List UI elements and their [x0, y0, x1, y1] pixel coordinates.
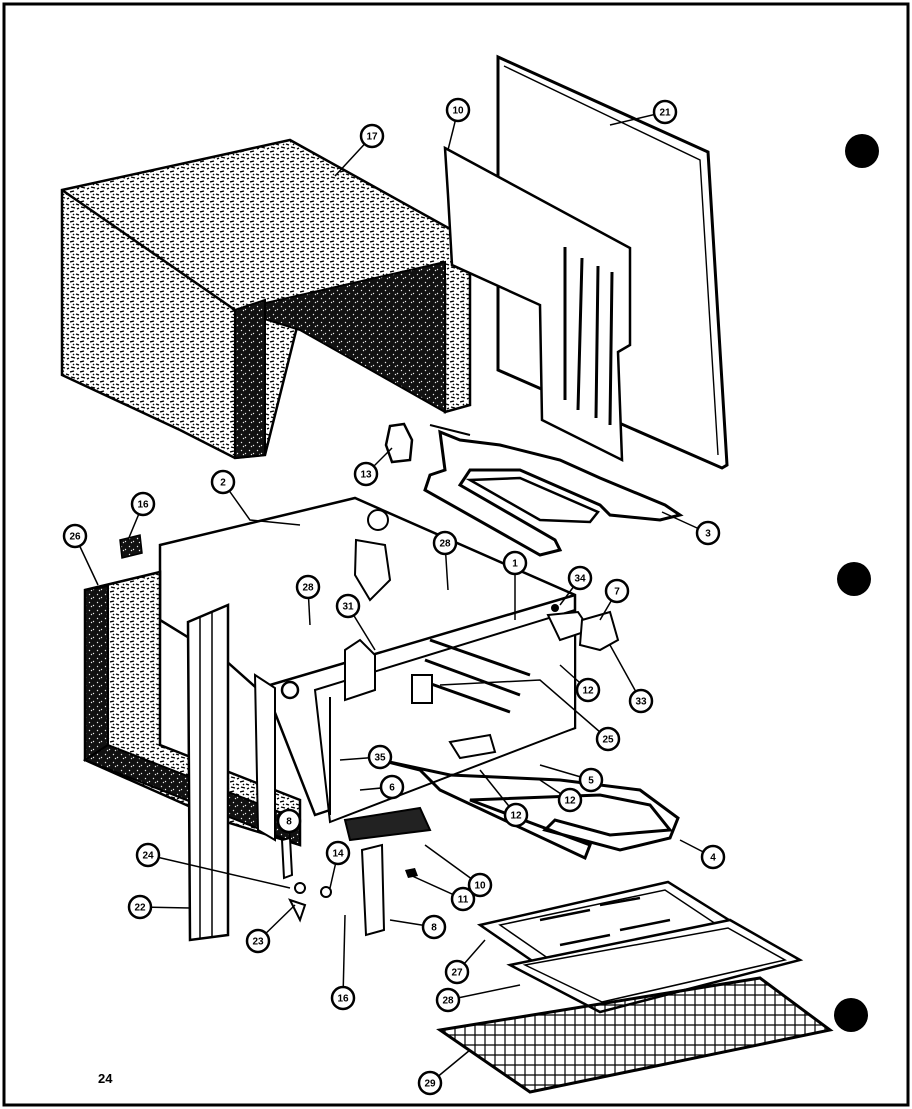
- bake-element-part: [379, 758, 680, 861]
- callout-31: 31: [335, 593, 361, 619]
- broil-element-part: [423, 424, 684, 557]
- callout-17: 17: [359, 123, 385, 149]
- callout-13: 13: [353, 461, 379, 487]
- callout-number: 29: [424, 1079, 436, 1090]
- callout-number: 16: [137, 500, 149, 511]
- binder-hole-bottom: [834, 998, 868, 1032]
- callout-8: 8: [421, 914, 447, 940]
- callout-number: 22: [134, 903, 146, 914]
- callout-number: 12: [564, 796, 576, 807]
- callout-number: 7: [614, 587, 620, 598]
- callout-number: 8: [286, 817, 292, 828]
- callout-10: 10: [445, 97, 471, 123]
- callout-4: 4: [700, 844, 726, 870]
- callout-number: 35: [374, 753, 386, 764]
- callout-28: 28: [432, 530, 458, 556]
- callout-number: 8: [431, 923, 437, 934]
- callout-number: 5: [588, 776, 594, 787]
- callout-11: 11: [450, 886, 476, 912]
- callout-number: 3: [705, 529, 711, 540]
- callout-1: 1: [502, 550, 528, 576]
- oven-rack-part: [436, 976, 834, 1094]
- callout-number: 16: [337, 994, 349, 1005]
- callout-35: 35: [367, 744, 393, 770]
- callout-number: 12: [510, 811, 522, 822]
- callout-21: 21: [652, 99, 678, 125]
- hinge-and-hardware-parts: [119, 534, 620, 937]
- callout-number: 2: [220, 478, 226, 489]
- callout-10: 10: [467, 872, 493, 898]
- callout-16: 16: [130, 491, 156, 517]
- binder-hole-top: [845, 134, 879, 168]
- callout-26: 26: [62, 523, 88, 549]
- callout-12: 12: [575, 677, 601, 703]
- callout-8: 8: [276, 808, 302, 834]
- callout-number: 34: [574, 574, 586, 585]
- callout-number: 11: [458, 895, 469, 906]
- callout-22: 22: [127, 894, 153, 920]
- callout-5: 5: [578, 767, 604, 793]
- callout-23: 23: [245, 928, 271, 954]
- callout-number: 17: [366, 132, 378, 143]
- insulation-blanket-part: [60, 138, 472, 460]
- page-number: 24: [98, 1071, 113, 1086]
- callout-number: 24: [142, 851, 154, 862]
- callout-number: 28: [302, 583, 314, 594]
- callout-number: 26: [69, 532, 81, 543]
- rear-baffle-part: [443, 145, 632, 463]
- callout-number: 27: [451, 968, 463, 979]
- callout-7: 7: [604, 578, 630, 604]
- callout-2: 2: [210, 469, 236, 495]
- callout-24: 24: [135, 842, 161, 868]
- callout-number: 23: [252, 937, 264, 948]
- callout-number: 13: [360, 470, 372, 481]
- callout-number: 25: [602, 735, 614, 746]
- callout-12: 12: [503, 802, 529, 828]
- callout-number: 31: [342, 602, 354, 613]
- callout-12: 12: [557, 787, 583, 813]
- callout-number: 10: [474, 881, 486, 892]
- callout-number: 28: [439, 539, 451, 550]
- callout-28: 28: [295, 574, 321, 600]
- binder-hole-middle: [837, 562, 871, 596]
- callout-number: 10: [452, 106, 464, 117]
- callout-29: 29: [417, 1070, 443, 1096]
- broil-pan-insert-part: [506, 918, 804, 1014]
- callout-33: 33: [628, 688, 654, 714]
- callout-16: 16: [330, 985, 356, 1011]
- oven-lamp-part: [384, 422, 414, 464]
- callout-number: 33: [635, 697, 647, 708]
- callout-6: 6: [379, 774, 405, 800]
- front-frame-rail-part: [186, 603, 276, 942]
- callout-number: 4: [710, 853, 716, 864]
- callout-number: 1: [512, 559, 518, 570]
- callout-number: 14: [332, 849, 344, 860]
- callout-number: 28: [442, 996, 454, 1007]
- callout-3: 3: [695, 520, 721, 546]
- callout-number: 21: [659, 108, 671, 119]
- callout-34: 34: [567, 565, 593, 591]
- callout-14: 14: [325, 840, 351, 866]
- callout-25: 25: [595, 726, 621, 752]
- callout-number: 6: [389, 783, 395, 794]
- callout-27: 27: [444, 959, 470, 985]
- callout-28: 28: [435, 987, 461, 1013]
- callout-number: 12: [582, 686, 594, 697]
